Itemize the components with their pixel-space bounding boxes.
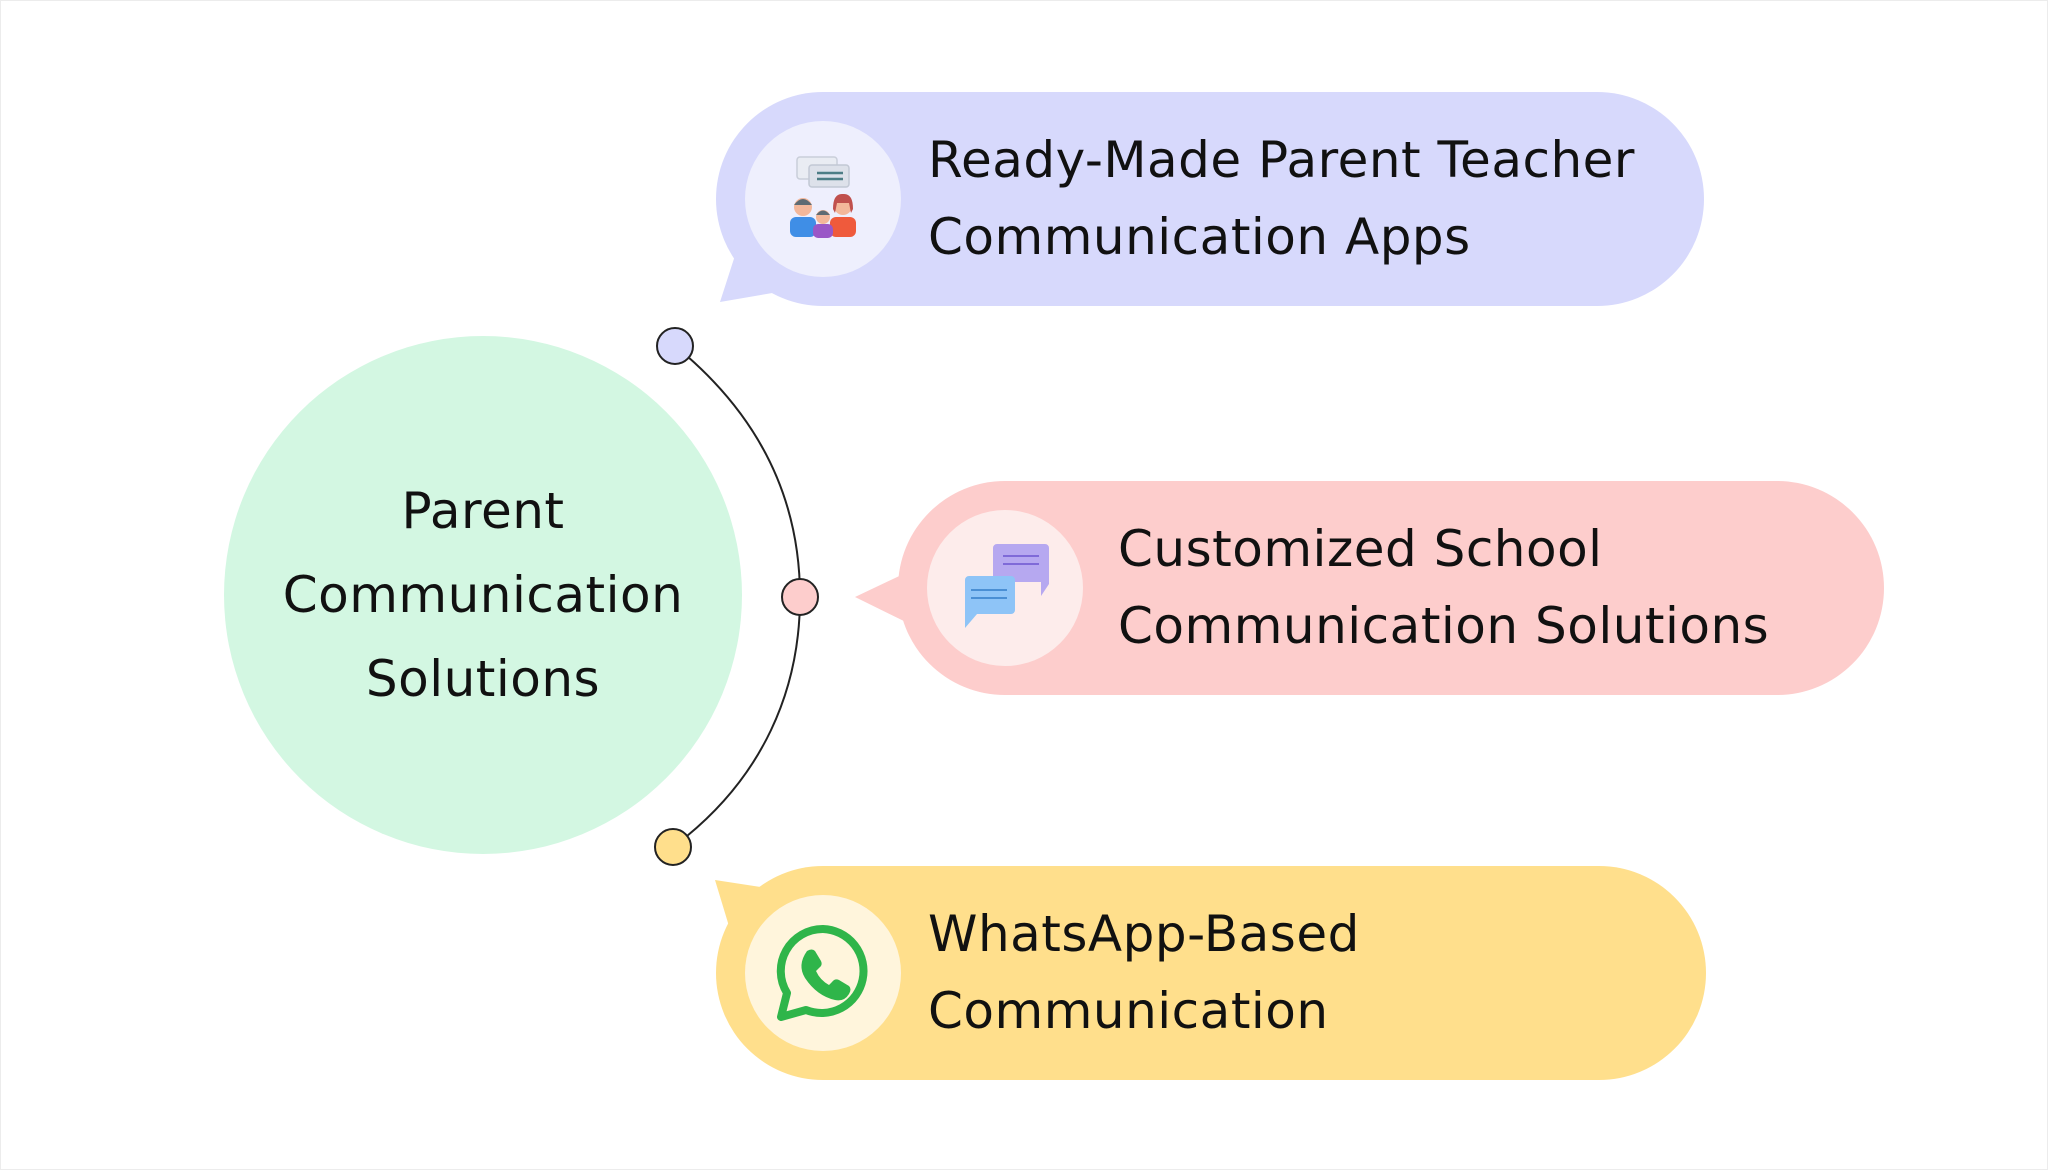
connector-node-2[interactable] xyxy=(781,578,819,616)
central-topic-line-1: Parent xyxy=(401,482,565,540)
central-topic-node: Parent Communication Solutions xyxy=(224,336,742,854)
option-2-label-line-1: Customized School xyxy=(1118,520,1603,578)
option-1-label: Ready-Made Parent Teacher Communication … xyxy=(928,122,1635,276)
family-chat-icon xyxy=(790,156,856,238)
option-1-label-line-1: Ready-Made Parent Teacher xyxy=(928,131,1635,189)
option-3-label-line-2: Communication xyxy=(928,982,1329,1040)
option-whatsapp-based[interactable]: WhatsApp-Based Communication xyxy=(716,866,1706,1080)
option-1-icon-disc xyxy=(745,121,901,277)
option-2-label: Customized School Communication Solution… xyxy=(1118,511,1769,665)
option-2-label-line-2: Communication Solutions xyxy=(1118,597,1770,655)
option-3-icon-disc xyxy=(745,895,901,1051)
connector-node-1[interactable] xyxy=(656,327,694,365)
option-2-icon-disc xyxy=(927,510,1083,666)
chat-bubbles-icon xyxy=(965,544,1049,628)
option-customized-solutions[interactable]: Customized School Communication Solution… xyxy=(898,481,1884,695)
option-ready-made-apps[interactable]: Ready-Made Parent Teacher Communication … xyxy=(716,92,1704,306)
connector-node-3[interactable] xyxy=(654,828,692,866)
central-topic-line-3: Solutions xyxy=(365,650,601,708)
central-topic-line-2: Communication xyxy=(282,566,684,624)
option-3-label-line-1: WhatsApp-Based xyxy=(928,905,1360,963)
central-topic-title: Parent Communication Solutions xyxy=(243,469,723,721)
whatsapp-icon xyxy=(776,924,868,1021)
option-3-label: WhatsApp-Based Communication xyxy=(928,896,1360,1050)
option-1-label-line-2: Communication Apps xyxy=(928,208,1471,266)
